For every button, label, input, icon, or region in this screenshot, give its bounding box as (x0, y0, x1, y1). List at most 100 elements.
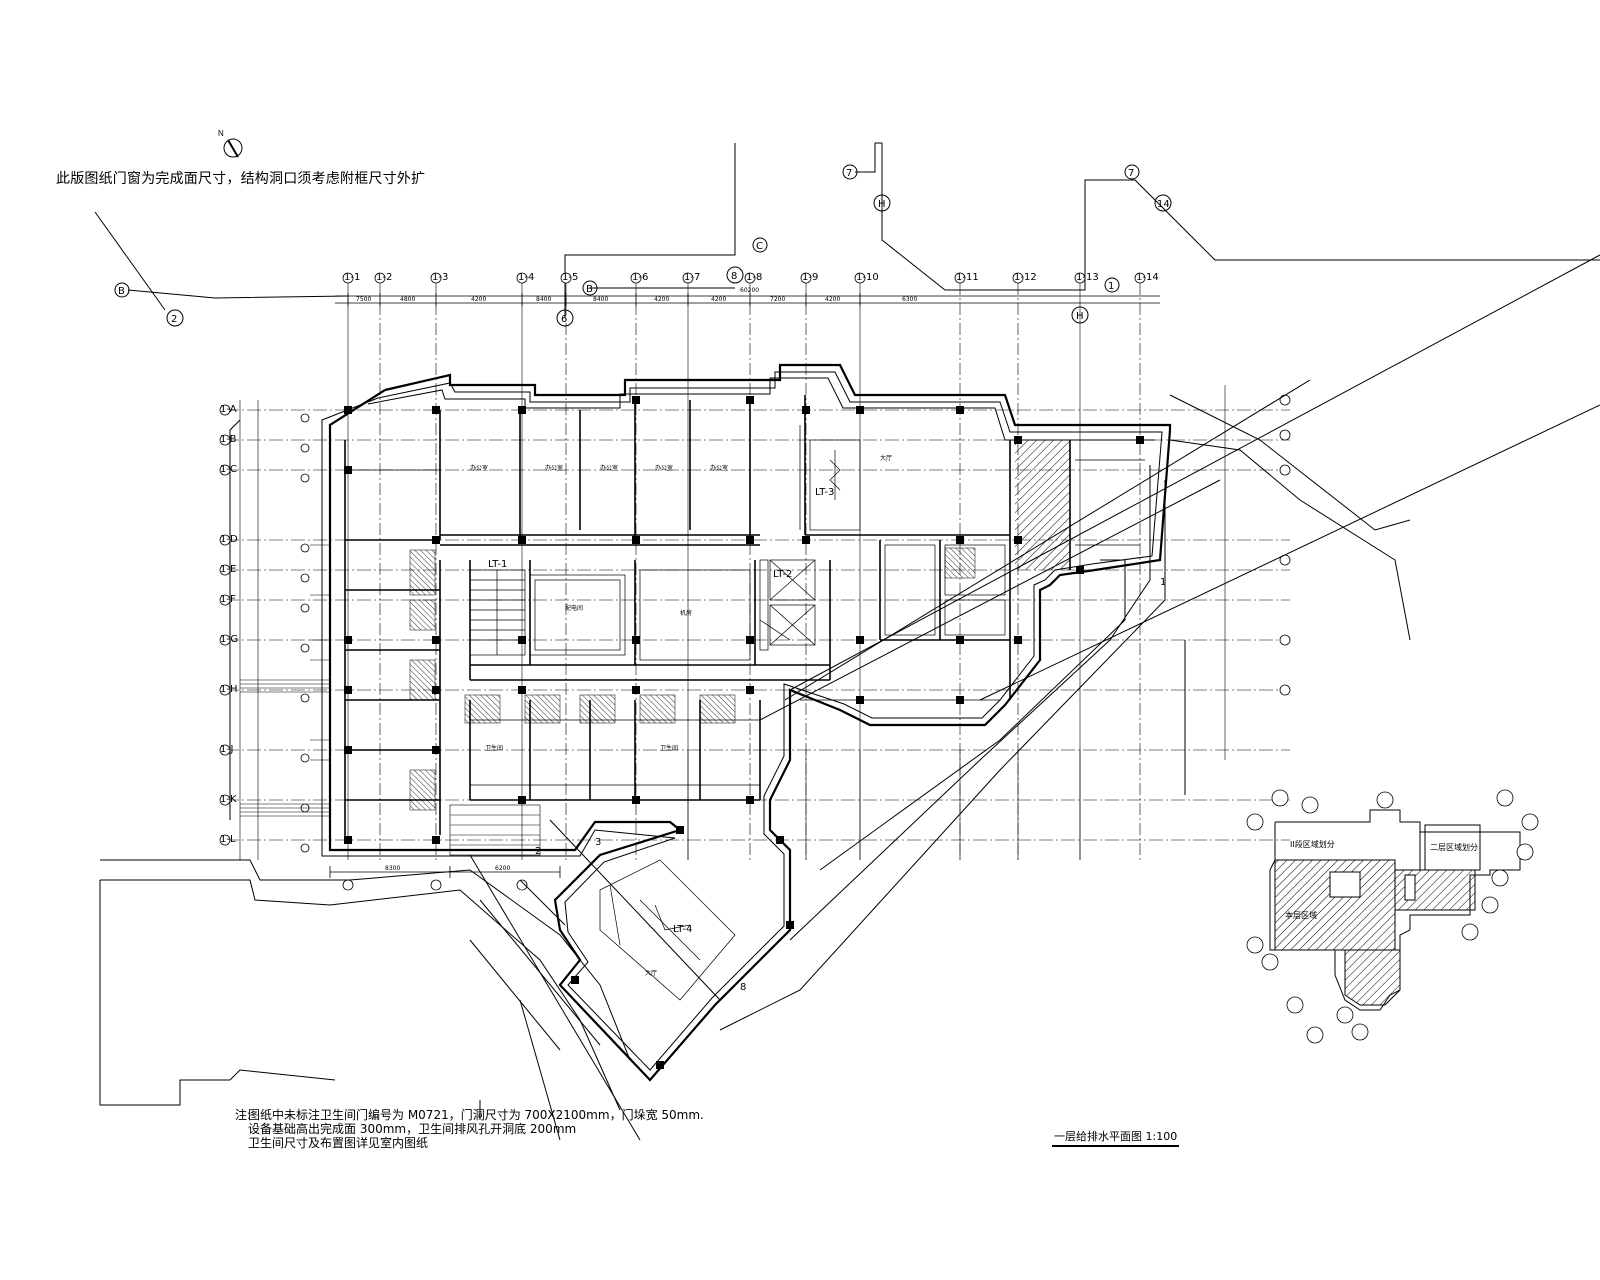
column-mark (1014, 536, 1022, 544)
key-axis-bubble (1481, 896, 1499, 914)
column-mark (432, 536, 440, 544)
room-label: 卫生间 (485, 744, 503, 752)
stair-lt2 (759, 559, 791, 651)
column-mark (432, 746, 440, 754)
key-axis-bubble (1306, 1026, 1324, 1044)
column-mark (1014, 436, 1022, 444)
drawing-note-top: 此版图纸门窗为完成面尺寸，结构洞口须考虑附框尺寸外扩 (56, 171, 426, 187)
svg-text:8: 8 (740, 982, 746, 993)
column-mark (518, 686, 526, 694)
svg-text:6: 6 (561, 314, 567, 325)
room-label: 机房 (680, 609, 692, 617)
axis-bubble-v (560, 272, 572, 284)
axis-bubble-v (800, 272, 812, 284)
axis-bubble-h-right (1279, 464, 1291, 476)
column-mark (802, 406, 810, 414)
key-axis-bubble (1351, 1023, 1369, 1041)
column-mark (856, 406, 864, 414)
axis-bubble-v (1134, 272, 1146, 284)
bottom-dimension-chain (329, 866, 561, 878)
column-mark (432, 636, 440, 644)
svg-text:B: B (118, 286, 125, 297)
column-mark (956, 636, 964, 644)
top-dim-value: 8400 (593, 296, 608, 303)
column-mark (344, 406, 352, 414)
column-mark (344, 746, 352, 754)
column-mark (746, 396, 754, 404)
column-mark (571, 976, 579, 984)
axis-bubble-v (342, 272, 354, 284)
axis-bubble-h-right (1279, 429, 1291, 441)
column-mark (856, 636, 864, 644)
axis-label-h: 1-D (220, 534, 238, 545)
top-dimension-chain (335, 295, 1160, 304)
axis-label-v: 1-5 (562, 272, 578, 283)
column-mark (632, 636, 640, 644)
svg-text:14: 14 (1157, 199, 1170, 210)
svg-text:2: 2 (171, 314, 177, 325)
north-label: N (218, 129, 224, 138)
stair-label-lt4: LT-4 (673, 924, 692, 935)
axis-bubble-h-left (219, 834, 231, 846)
key-axis-bubble (1336, 1006, 1354, 1024)
north-arrow-icon: N (218, 129, 243, 158)
axis-bubble-h-inner (300, 443, 310, 453)
top-dim-value: 4200 (654, 296, 669, 303)
top-dim-value: 4200 (711, 296, 726, 303)
svg-text:2: 2 (535, 846, 541, 857)
column-mark (1014, 636, 1022, 644)
axis-label-v: 1-9 (802, 272, 818, 283)
key-axis-bubble (1271, 789, 1289, 807)
drawing-notes: 注: 图纸中未标注卫生间门编号为 M0721，门洞尺寸为 700X2100mm，… (235, 1108, 704, 1150)
svg-text:C: C (756, 241, 763, 252)
axis-bubble-v (744, 272, 756, 284)
top-dim-value: 8400 (536, 296, 551, 303)
svg-text:7: 7 (1128, 168, 1134, 179)
key-axis-bubble (1286, 996, 1304, 1014)
svg-text:7: 7 (846, 168, 852, 179)
structural-columns (344, 396, 1144, 1069)
axis-bubble-h-inner (300, 603, 310, 613)
axis-label-v: 1-10 (856, 272, 879, 283)
stair-lt4 (599, 859, 736, 1001)
column-mark (746, 536, 754, 544)
axis-bubble-h-right (1279, 394, 1291, 406)
key-axis-bubble (1521, 813, 1539, 831)
callout-lines (94, 142, 1600, 327)
axis-bubble-v (954, 272, 966, 284)
axis-bubble-h-inner (300, 473, 310, 483)
axis-bubble-h-inner (300, 693, 310, 703)
column-mark (1076, 566, 1084, 574)
bottom-dim-1: 8300 (385, 865, 400, 872)
axis-bubble-h-right (1279, 684, 1291, 696)
column-mark (518, 636, 526, 644)
svg-text:本层区域: 本层区域 (1285, 910, 1317, 920)
svg-text:II段区域划分: II段区域划分 (1290, 839, 1335, 849)
axis-bubble-v (682, 272, 694, 284)
axis-label-h: 1-E (220, 564, 236, 575)
top-dim-value: 6300 (902, 296, 917, 303)
top-dim-value: 7200 (770, 296, 785, 303)
axis-bubble-v (854, 272, 866, 284)
column-mark (1136, 436, 1144, 444)
toilet-hatch-blocks (409, 440, 1070, 811)
column-mark (518, 796, 526, 804)
axis-label-v: 1-14 (1136, 272, 1159, 283)
section-markers: 1 2 3 8 (535, 577, 1166, 993)
axis-bubble-v (516, 272, 528, 284)
axis-label-h: 1-B (220, 434, 237, 445)
key-axis-bubble (1301, 796, 1319, 814)
column-mark (776, 836, 784, 844)
column-mark (432, 836, 440, 844)
note-line-2: 设备基础高出完成面 300mm，卫生间排风孔开洞底 200mm (248, 1122, 577, 1136)
column-mark (518, 536, 526, 544)
top-dim-value: 7500 (356, 296, 371, 303)
key-axis-bubble (1516, 843, 1534, 861)
axis-label-h: 1-J (220, 744, 233, 755)
axis-label-v: 1-6 (632, 272, 648, 283)
building-outline (321, 363, 1172, 1082)
axis-label-v: 1-1 (344, 272, 360, 283)
room-label: 卫生间 (660, 744, 678, 752)
key-plan-axes (1246, 789, 1539, 1044)
